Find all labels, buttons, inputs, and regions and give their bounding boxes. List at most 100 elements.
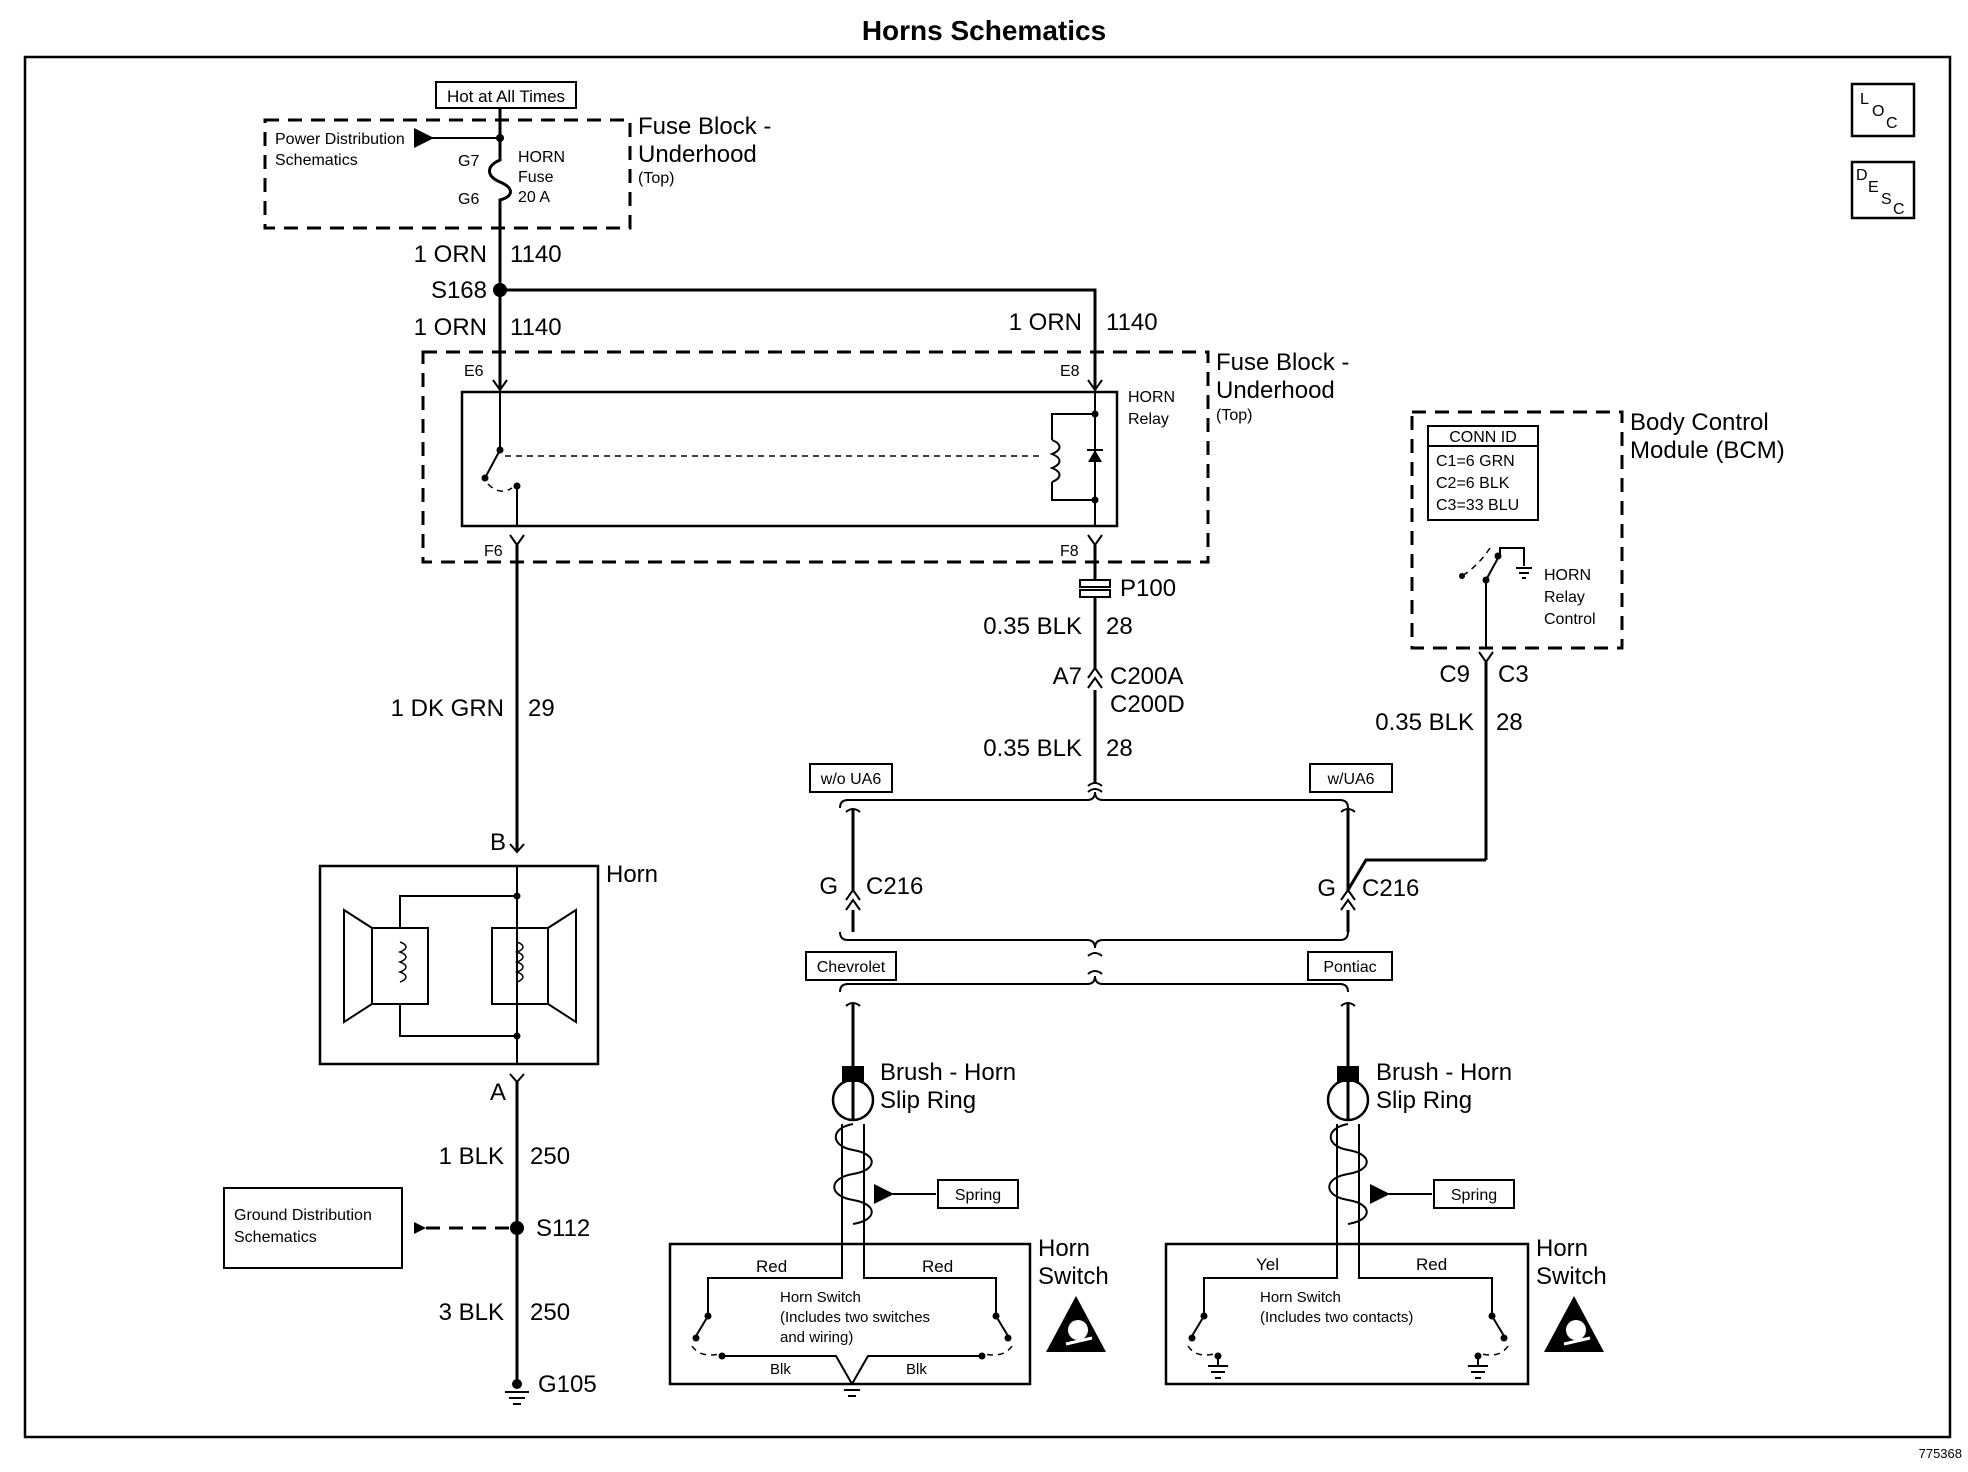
svg-text:C3=33 BLU: C3=33 BLU [1436,497,1519,514]
pin-e8: E8 [1060,363,1080,380]
connector-c216-right: C216 [1362,875,1419,902]
horn-relay-label: HORN [1128,389,1175,406]
wire-yel-right: Yel [1256,1255,1279,1274]
airbag-warning-icon [1544,1296,1604,1352]
airbag-warning-icon [1046,1296,1106,1352]
horn-switch-desc-left: Horn Switch [780,1289,861,1306]
pin-a7: A7 [1053,663,1082,690]
svg-text:S: S [1881,191,1892,208]
wire-circuit-2: 1140 [510,314,562,341]
fuse-block-label-2: Fuse Block - [1216,349,1349,376]
svg-text:Hot at All Times: Hot at All Times [447,87,565,106]
pin-g-left: G [819,873,838,900]
splice-s112: S112 [536,1215,590,1242]
pin-e6: E6 [464,363,484,380]
horn-relay [460,379,1119,547]
option-w-ua6: w/UA6 [1309,763,1393,793]
wire-gauge-6: 0.35 BLK [983,735,1082,762]
horn-fuse [488,108,512,290]
pin-f8: F8 [1060,543,1079,560]
svg-text:C1=6 GRN: C1=6 GRN [1436,453,1515,470]
outer-border [23,55,1952,1439]
horn-pin-b: B [490,829,506,856]
diagram-title: Horns Schematics [862,15,1106,46]
horn-switch-label-right: Horn [1536,1235,1588,1262]
wire-circuit-4: 29 [528,695,555,722]
svg-text:Spring: Spring [1451,1187,1497,1204]
svg-text:Switch: Switch [1038,1263,1109,1290]
horn-fuse-label: HORN [518,149,565,166]
svg-text:(Includes two switches: (Includes two switches [780,1309,930,1326]
option-pontiac: Pontiac [1307,951,1393,981]
svg-text:C2=6 BLK: C2=6 BLK [1436,475,1510,492]
wire-gauge-5: 0.35 BLK [983,613,1082,640]
wire-red-right: Red [1416,1255,1447,1274]
svg-text:Slip Ring: Slip Ring [880,1087,976,1114]
svg-text:Relay: Relay [1544,589,1585,606]
spring-label-right: Spring [1433,1179,1515,1209]
loc-icon[interactable]: L O C [1850,82,1916,138]
spring-label-left: Spring [937,1179,1019,1209]
svg-text:O: O [1872,103,1884,120]
brush-label-left: Brush - Horn [880,1059,1016,1086]
svg-text:Control: Control [1544,611,1596,628]
wire-gauge-2: 1 ORN [414,314,487,341]
svg-text:Switch: Switch [1536,1263,1607,1290]
brush-slip-ring-left [831,1066,887,1240]
desc-icon[interactable]: D E S C [1850,160,1916,220]
bcm-wire-circuit: 28 [1496,709,1523,736]
svg-text:Schematics: Schematics [275,152,358,169]
wire-circuit-8: 250 [530,1299,570,1326]
horn-pin-a: A [490,1079,506,1106]
svg-text:Pontiac: Pontiac [1323,959,1376,976]
hot-at-all-times-label: Hot at All Times [435,81,577,109]
svg-text:20 A: 20 A [518,189,550,206]
wire-gauge-1: 1 ORN [414,241,487,268]
horn-switch-pontiac [1164,1240,1530,1386]
ground-g105: G105 [538,1371,597,1398]
wire-red-left-2: Red [922,1257,953,1276]
svg-text:CONN ID: CONN ID [1449,429,1517,446]
connector-c200a: C200A [1110,663,1183,690]
wire-gauge-4: 1 DK GRN [391,695,504,722]
wire-circuit-5: 28 [1106,613,1133,640]
pin-f6: F6 [484,543,503,560]
ground-g105-symbol [505,1379,529,1405]
body-control-module [1410,410,1624,650]
svg-text:Relay: Relay [1128,411,1169,428]
connector-c200d: C200D [1110,691,1185,718]
pin-c3: C3 [1498,661,1529,688]
wire-circuit-1: 1140 [510,241,562,268]
svg-text:Schematics: Schematics [234,1229,317,1246]
horn-label: Horn [606,861,658,888]
wire-gauge-7: 1 BLK [439,1143,504,1170]
connector-p100-label: P100 [1120,575,1176,602]
connector-p100 [1079,579,1111,598]
splice-s168: S168 [431,277,487,304]
svg-text:Fuse: Fuse [518,169,554,186]
wire-circuit-7: 250 [530,1143,570,1170]
svg-text:Spring: Spring [955,1187,1001,1204]
svg-text:w/UA6: w/UA6 [1326,771,1374,788]
svg-text:C: C [1893,201,1905,218]
horn-relay-control-switch [1459,547,1532,648]
wire-blk-left-1: Blk [770,1361,791,1378]
pin-g7: G7 [458,153,479,170]
brush-slip-ring-right [1326,1066,1382,1240]
pin-c9: C9 [1439,661,1470,688]
horn [318,864,600,1066]
horn-relay-control-label: HORN [1544,567,1591,584]
bcm-label: Body Control [1630,409,1769,436]
horn-switch-chevrolet [668,1240,1032,1397]
svg-text:Chevrolet: Chevrolet [817,959,886,976]
svg-text:Underhood: Underhood [1216,377,1335,404]
svg-text:D: D [1856,167,1868,184]
svg-text:L: L [1860,91,1869,108]
svg-text:(Top): (Top) [638,170,674,187]
power-distribution-ref: Power Distribution [275,131,405,148]
svg-text:Ground Distribution: Ground Distribution [234,1207,372,1224]
wire-gauge-8: 3 BLK [439,1299,504,1326]
fuse-block-underhood-top-2 [421,350,1210,564]
fuse-block-underhood-top-1 [263,118,632,230]
